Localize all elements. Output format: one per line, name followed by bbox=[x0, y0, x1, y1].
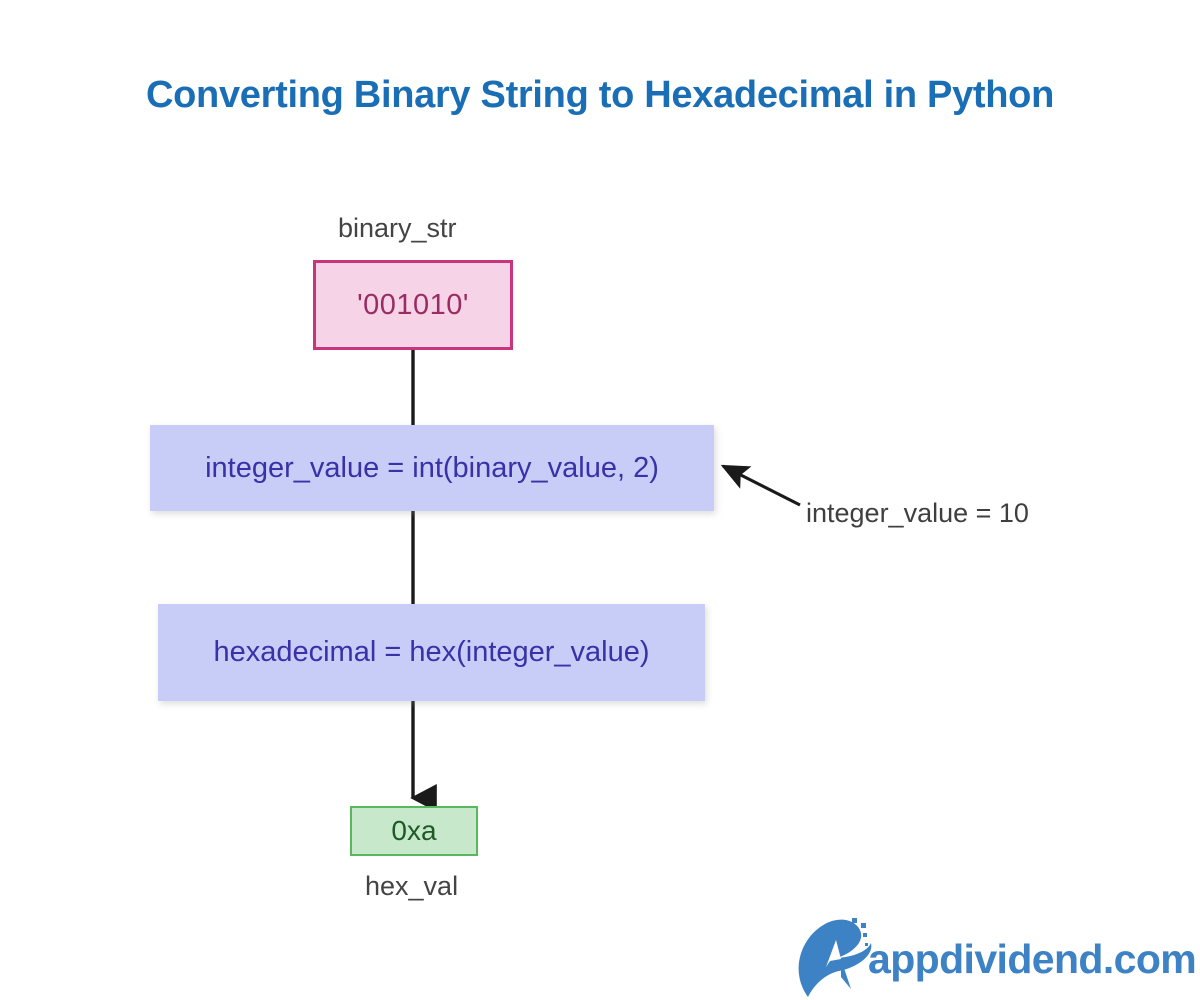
binary-string-variable-label: binary_str bbox=[338, 213, 457, 243]
hex-output-text: 0xa bbox=[391, 815, 437, 846]
annotation-leader-line bbox=[720, 464, 801, 507]
binary-string-input-node[interactable]: '001010' bbox=[313, 260, 513, 350]
appdividend-a-swoosh-logo-icon bbox=[798, 918, 872, 997]
page-title: Converting Binary String to Hexadecimal … bbox=[145, 74, 1054, 116]
brand-watermark: appdividend.com bbox=[795, 915, 1197, 1000]
hex-conversion-step-node[interactable]: hexadecimal = hex(integer_value) bbox=[158, 604, 705, 701]
integer-conversion-step-node[interactable]: integer_value = int(binary_value, 2) bbox=[150, 425, 714, 511]
integer-value-annotation: integer_value = 10 bbox=[806, 498, 1029, 528]
hex-conversion-step-text: hexadecimal = hex(integer_value) bbox=[213, 636, 650, 668]
hex-output-node[interactable]: 0xa bbox=[350, 806, 478, 856]
binary-string-input-text: '001010' bbox=[357, 288, 469, 321]
brand-wordmark: appdividend.com bbox=[868, 936, 1197, 982]
hex-value-variable-label: hex_val bbox=[365, 871, 459, 901]
integer-conversion-step-text: integer_value = int(binary_value, 2) bbox=[205, 451, 659, 484]
